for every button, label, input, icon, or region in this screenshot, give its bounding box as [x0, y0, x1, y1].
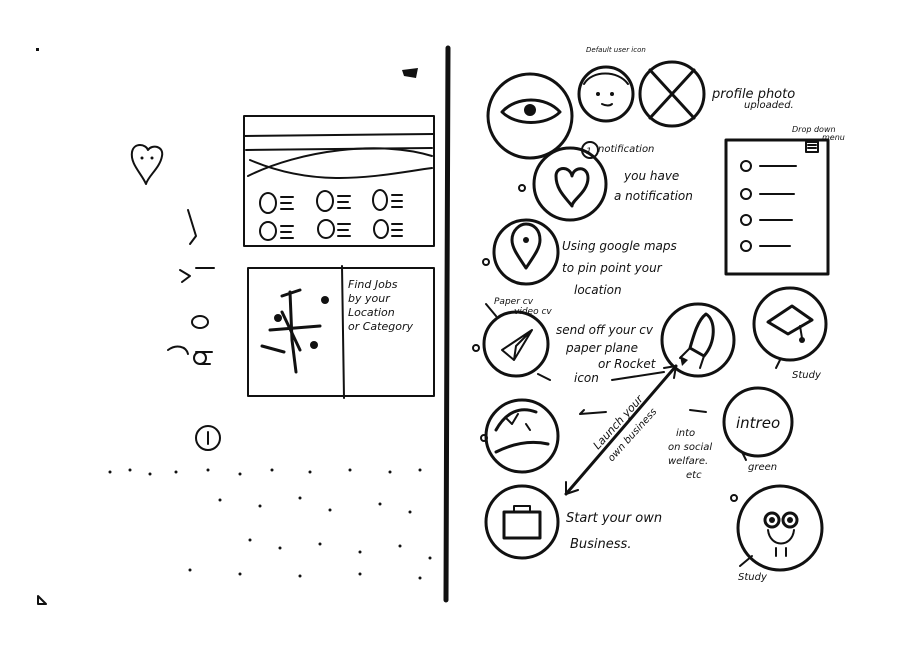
drop-down-menu-wireframe: Drop down menu: [724, 125, 845, 276]
start-business-label-1: Start your own: [566, 511, 662, 526]
left-page: Find Jobs by your Location or Category: [36, 48, 435, 580]
google-maps-label-2: to pin point your: [562, 261, 663, 275]
intreo-logo-icon: intreo green into on social welfare. etc: [668, 386, 794, 481]
paper-cv-label: Paper cv: [494, 297, 534, 307]
right-page: Default user icon profile photo uploaded…: [472, 46, 845, 583]
owl-icon: Study: [730, 484, 824, 583]
into-label-1: into: [676, 428, 695, 439]
eye-icon: [486, 72, 574, 160]
study-label-1: Study: [792, 370, 822, 381]
graduation-cap-icon: Study: [752, 286, 828, 381]
bleed-through-dots: [108, 468, 432, 580]
find-jobs-text-1: Find Jobs: [348, 278, 398, 291]
svg-text:1: 1: [586, 147, 592, 157]
google-maps-label-1: Using google maps: [562, 239, 677, 253]
doodle-circle-icon: [193, 351, 207, 365]
default-icon-label: Default user icon: [586, 46, 646, 54]
map-sketch: [260, 288, 329, 374]
profile-photo-label: profile photo: [711, 87, 795, 102]
find-jobs-text-2: by your: [348, 292, 391, 305]
profile-photo-placeholder-icon: profile photo uploaded.: [638, 60, 795, 128]
paper-plane-icon: Paper cv video cv send off your cv paper…: [472, 297, 665, 385]
ink-smudge: [402, 68, 418, 78]
grid-item-icons: [259, 189, 403, 241]
notification-label: notification: [598, 144, 654, 155]
send-cv-label-3: or Rocket: [598, 357, 657, 371]
launch-arrow: Launch your own business: [564, 364, 678, 496]
menu-toggle-icon: [805, 141, 819, 153]
green-label: green: [748, 462, 777, 473]
find-jobs-text-3: Location: [348, 306, 395, 319]
location-pin-icon: Using google maps to pin point your loca…: [482, 218, 677, 297]
drop-down-menu-label: menu: [822, 133, 845, 142]
you-have-label: you have: [623, 169, 679, 183]
study-label-2: Study: [738, 572, 768, 583]
wireframe-map-screen: Find Jobs by your Location or Category: [247, 265, 435, 399]
heart-notification-icon: 1 notification you have a notification: [518, 141, 693, 222]
send-cv-label-1: send off your cv: [556, 323, 654, 337]
wireframe-grid-screen: [243, 115, 435, 247]
default-user-icon: Default user icon: [577, 46, 646, 123]
uploaded-label: uploaded.: [744, 100, 794, 111]
notification-dot-icon: [581, 141, 599, 159]
doodle-oval-icon: [191, 315, 209, 329]
rocket-icon: [660, 302, 736, 378]
intreo-label: intreo: [736, 414, 780, 432]
google-maps-label-3: location: [574, 283, 622, 297]
briefcase-icon: Start your own Business.: [484, 484, 662, 560]
into-label-2: on social: [668, 442, 712, 453]
a-notification-label: a notification: [614, 189, 693, 203]
send-cv-label-4: icon: [574, 371, 599, 385]
handshake-icon: [480, 398, 607, 474]
page-corner-mark: [37, 595, 47, 605]
drop-down-label: Drop down: [792, 125, 836, 134]
into-label-4: etc: [686, 470, 702, 481]
start-business-label-2: Business.: [570, 537, 631, 552]
video-cv-label: video cv: [514, 307, 552, 317]
spine-line: [443, 45, 451, 603]
into-label-3: welfare.: [668, 456, 708, 467]
find-jobs-text-4: or Category: [348, 320, 413, 333]
heart-face-icon: [130, 144, 164, 185]
left-margin-doodles: [36, 48, 418, 451]
info-icon: [195, 425, 221, 451]
send-cv-label-2: paper plane: [565, 341, 638, 355]
